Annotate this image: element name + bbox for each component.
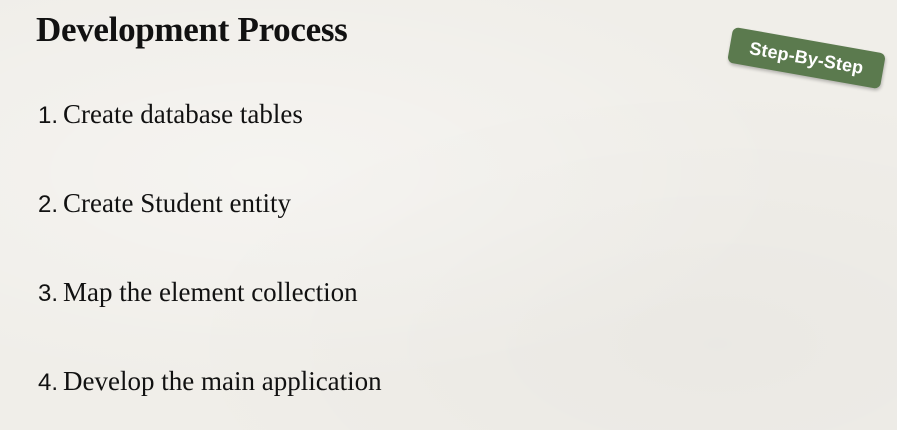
step-number: 3. bbox=[38, 280, 59, 307]
badge-label: Step-By-Step bbox=[748, 37, 866, 78]
list-item: 3.Map the element collection bbox=[38, 274, 358, 312]
step-number: 4. bbox=[38, 369, 59, 396]
step-text: Create database tables bbox=[63, 99, 303, 129]
slide-title: Development Process bbox=[36, 10, 348, 49]
step-text: Develop the main application bbox=[63, 366, 382, 396]
list-item: 1.Create database tables bbox=[38, 96, 303, 134]
list-item: 2.Create Student entity bbox=[38, 185, 291, 223]
list-item: 4.Develop the main application bbox=[38, 363, 382, 401]
step-number: 1. bbox=[38, 102, 59, 129]
step-number: 2. bbox=[38, 191, 59, 218]
step-by-step-badge: Step-By-Step bbox=[727, 26, 886, 90]
step-text: Create Student entity bbox=[63, 188, 291, 218]
step-text: Map the element collection bbox=[63, 277, 358, 307]
